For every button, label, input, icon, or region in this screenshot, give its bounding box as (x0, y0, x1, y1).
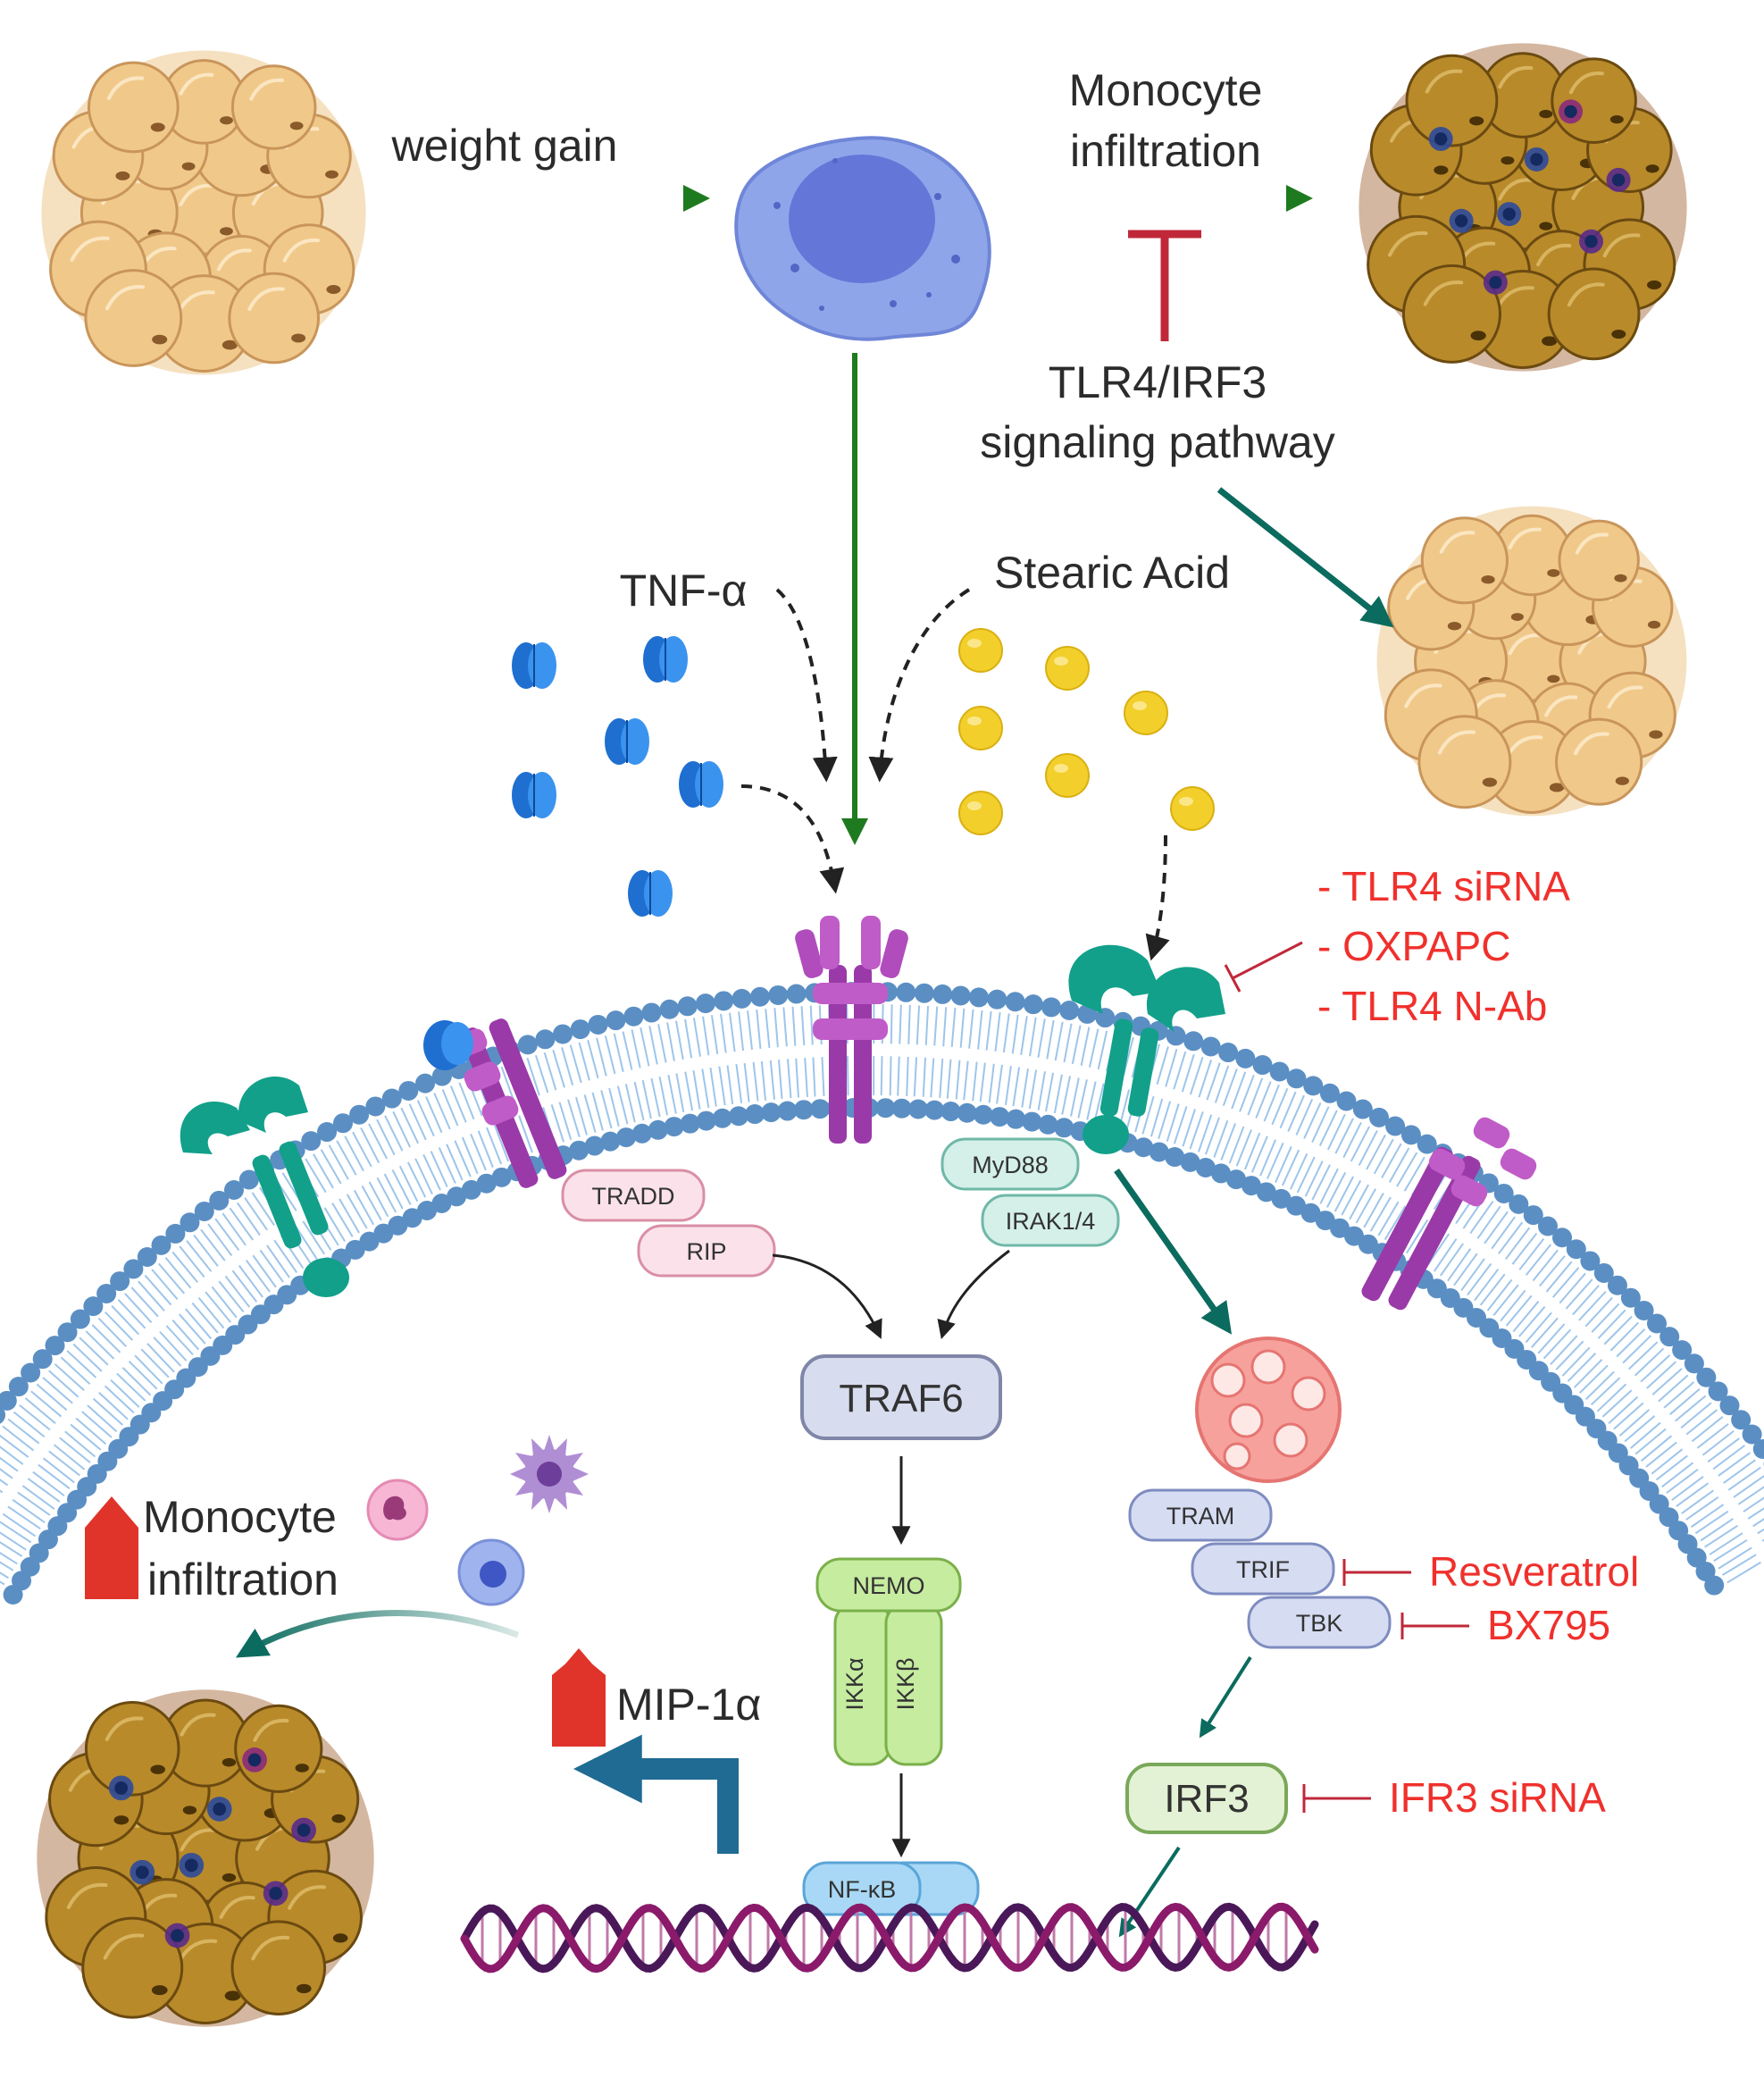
tradd-label: TRADD (592, 1183, 675, 1210)
myd88-label: MyD88 (972, 1152, 1049, 1178)
monocyte-infiltration-top-label-1: Monocyte (1069, 65, 1263, 115)
rip-to-traf6-arrow (772, 1253, 882, 1339)
inflamed-adipose-tissue-top-right (1359, 43, 1687, 372)
to-inflamed-tissue-arrow (235, 1609, 520, 1658)
healthy-adipose-tissue-right (1376, 506, 1687, 817)
tnf-to-receptor-dashed-arrow (740, 784, 845, 894)
tram-box (1128, 1488, 1273, 1542)
ikkb-label: IKKβ (892, 1657, 919, 1710)
weight-gain-label: weight gain (391, 121, 618, 171)
healthy-adipose-tissue-top-left (41, 50, 366, 375)
tnf-receptor-center (795, 916, 908, 1144)
tnf-receptor-left (423, 1018, 567, 1188)
resveratrol-inhibition-line (1342, 1559, 1411, 1586)
mip1a-label: MIP-1α (616, 1680, 761, 1730)
inflamed-adipose-tissue-bottom-left (37, 1689, 374, 2027)
monocyte-up-arrow-icon (85, 1496, 138, 1599)
mip1a-up-arrow-icon (552, 1648, 606, 1747)
monocyte-infiltration-top-label-2: infiltration (1070, 126, 1261, 176)
trif-label: TRIF (1236, 1556, 1290, 1583)
tlr4-to-endosome-arrow (1114, 1168, 1233, 1335)
pathway-to-healthy-arrow (1216, 487, 1394, 628)
stearic-to-tlr4-dashed-arrow (1145, 834, 1170, 961)
stearic-dashed-arrow (868, 588, 971, 783)
irak-to-traf6-arrow (937, 1249, 1010, 1340)
nemo-box (815, 1557, 962, 1613)
mip1a-bent-arrow (573, 1734, 739, 1854)
nfkb-label: NF-κB (828, 1876, 897, 1903)
irf3-to-dna-arrow (1118, 1846, 1181, 1938)
rip-box (637, 1224, 776, 1278)
myd88-box (941, 1137, 1080, 1191)
irak-box (981, 1194, 1120, 1247)
stearic-acid-label: Stearic Acid (994, 548, 1230, 598)
ifr3-sirna-inhibition-line (1302, 1784, 1371, 1813)
tnf-alpha-label: TNF-α (620, 566, 748, 616)
irf3-label: IRF3 (1164, 1777, 1249, 1821)
bx795-inhibition-line (1400, 1613, 1469, 1639)
inhibition-bar-top (1128, 230, 1201, 341)
oxpapc-label: - OXPAPC (1317, 923, 1510, 969)
monocyte-infiltration-bottom-label-2: infiltration (147, 1554, 339, 1605)
trif-box (1191, 1542, 1335, 1596)
dna-double-helix (460, 1902, 1319, 1973)
stearic-acid-molecules (958, 628, 1215, 835)
tnf-receptor-right (1361, 1117, 1537, 1311)
tlr4-irf3-label-1: TLR4/IRF3 (1049, 357, 1267, 407)
traf6-box (800, 1354, 1002, 1440)
tbk-box (1247, 1596, 1392, 1649)
tlr4-nab-label: - TLR4 N-Ab (1317, 983, 1547, 1029)
tlr4-sirna-label: - TLR4 siRNA (1317, 863, 1570, 909)
tlr4-inhibition-line (1224, 941, 1303, 993)
tlr4-irf3-label-2: signaling pathway (980, 417, 1335, 467)
tlr4-receptor-left (180, 1076, 349, 1297)
monocyte-cells (366, 1435, 589, 1606)
tnf-alpha-molecules (512, 636, 723, 917)
ifr3-sirna-label: IFR3 siRNA (1389, 1774, 1606, 1821)
tram-label: TRAM (1166, 1503, 1235, 1529)
macrophage-cell (734, 136, 991, 341)
nfkb-box (802, 1861, 922, 1916)
nemo-label: NEMO (853, 1572, 925, 1599)
tradd-box (561, 1169, 706, 1222)
bx795-label: BX795 (1487, 1602, 1610, 1648)
tbk-to-irf3-arrow (1199, 1655, 1252, 1739)
irf3-box (1125, 1763, 1288, 1834)
tlr4-receptor-center (1068, 944, 1225, 1154)
irak-label: IRAK1/4 (1006, 1208, 1096, 1235)
rip-label: RIP (686, 1238, 726, 1265)
tnf-dashed-arrow (775, 588, 838, 783)
endosome (1195, 1337, 1342, 1483)
tbk-label: TBK (1296, 1610, 1343, 1637)
resveratrol-label: Resveratrol (1429, 1548, 1639, 1595)
ikka-label: IKKα (841, 1657, 868, 1710)
traf6-label: TRAF6 (839, 1377, 963, 1420)
monocyte-infiltration-bottom-label-1: Monocyte (143, 1492, 337, 1542)
